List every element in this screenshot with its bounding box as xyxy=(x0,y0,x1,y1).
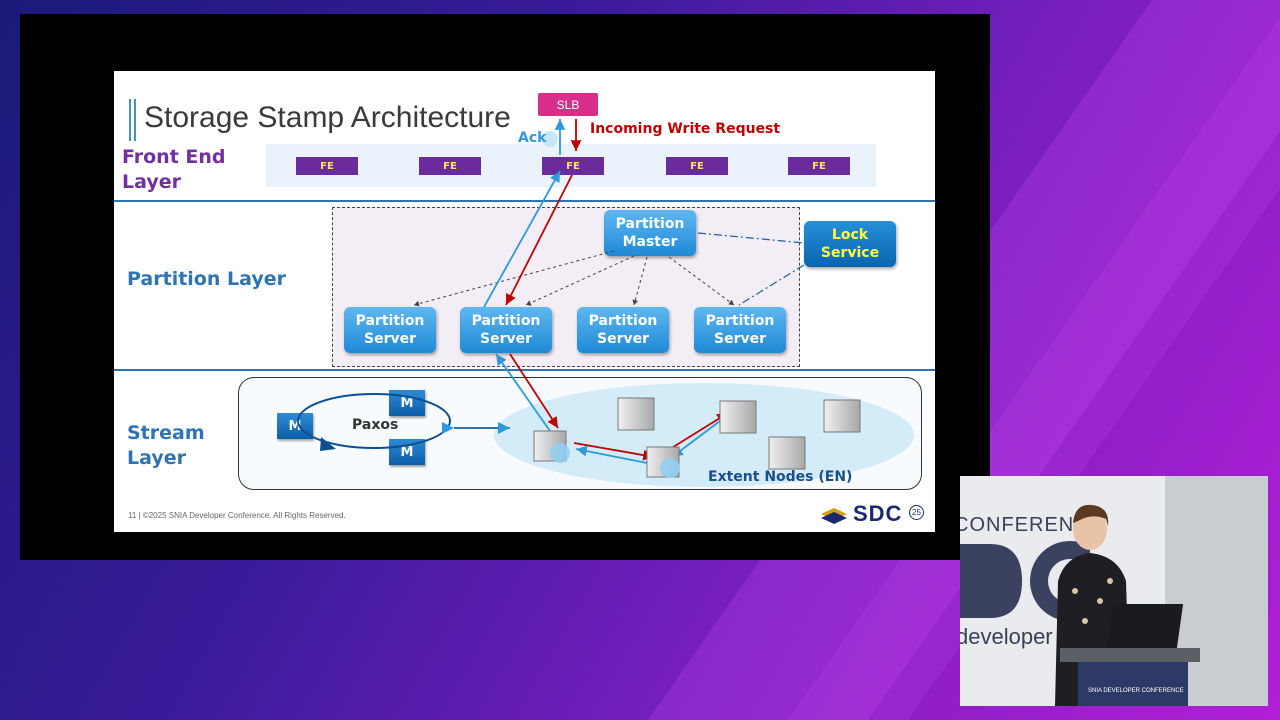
fe-box: FE xyxy=(419,157,481,175)
title-accent-bar xyxy=(129,99,131,141)
partition-master-box: Partition Master xyxy=(604,210,696,256)
sdc-logo-icon xyxy=(821,508,847,524)
presentation-screen: Storage Stamp Architecture Front End Lay… xyxy=(20,14,990,560)
write-arrow xyxy=(573,442,655,461)
lock-link xyxy=(738,264,805,306)
ack-arrow xyxy=(483,170,561,308)
layer-divider xyxy=(114,369,935,371)
ack-arrow xyxy=(671,420,721,458)
fe-box: FE xyxy=(542,157,604,175)
backdrop-text: developer xyxy=(960,624,1053,649)
partition-server-box: Partition Server xyxy=(577,307,669,353)
slide-title: Storage Stamp Architecture xyxy=(144,101,511,134)
podium xyxy=(1078,662,1188,706)
sdc-logo: SDC xyxy=(819,501,902,527)
paxos-ring xyxy=(297,393,451,449)
partition-server-box: Partition Server xyxy=(694,307,786,353)
sdc-logo-text: SDC xyxy=(853,501,903,526)
lock-link xyxy=(697,232,805,244)
front-end-layer-label: Front End Layer xyxy=(122,146,226,193)
ack-arrow xyxy=(575,445,653,465)
paxos-label: Paxos xyxy=(352,417,399,433)
title-accent-bar xyxy=(134,99,136,141)
laptop xyxy=(1106,604,1184,648)
ack-arrow xyxy=(495,353,551,432)
layer-divider xyxy=(114,200,935,202)
ack-label: Ack xyxy=(518,130,547,146)
fe-box: FE xyxy=(296,157,358,175)
partition-layer-label: Partition Layer xyxy=(127,268,286,290)
podium-label: SNIA DEVELOPER CONFERENCE xyxy=(1088,688,1184,694)
stream-layer-label: Stream Layer xyxy=(127,422,205,469)
sdc-logo-badge: 25 xyxy=(909,505,924,520)
write-arrow xyxy=(505,174,573,306)
partition-server-box: Partition Server xyxy=(344,307,436,353)
fe-box: FE xyxy=(666,157,728,175)
speaker-video-feed: CONFERENCE developer SNIA DEVELOPER CONF… xyxy=(960,476,1268,706)
ack-highlight xyxy=(542,131,558,147)
backdrop-text: CONFERENCE xyxy=(960,514,1105,536)
slide-footer: 11 | ©2025 SNIA Developer Conference. Al… xyxy=(128,511,346,520)
write-arrow xyxy=(669,412,729,450)
incoming-write-request-label: Incoming Write Request xyxy=(590,121,781,137)
extent-node-servers xyxy=(533,397,861,478)
master-to-server-links xyxy=(413,250,735,307)
paxos-arrowhead xyxy=(320,437,336,451)
diagram-connectors xyxy=(297,119,861,478)
slb-box: SLB xyxy=(538,93,598,116)
extent-nodes-label: Extent Nodes (EN) xyxy=(708,469,853,485)
write-arrow xyxy=(509,353,559,429)
slide: Storage Stamp Architecture Front End Lay… xyxy=(114,71,935,532)
podium-top xyxy=(1060,648,1200,662)
partition-server-box: Partition Server xyxy=(460,307,552,353)
lock-service-box: Lock Service xyxy=(804,221,896,267)
fe-box: FE xyxy=(788,157,850,175)
